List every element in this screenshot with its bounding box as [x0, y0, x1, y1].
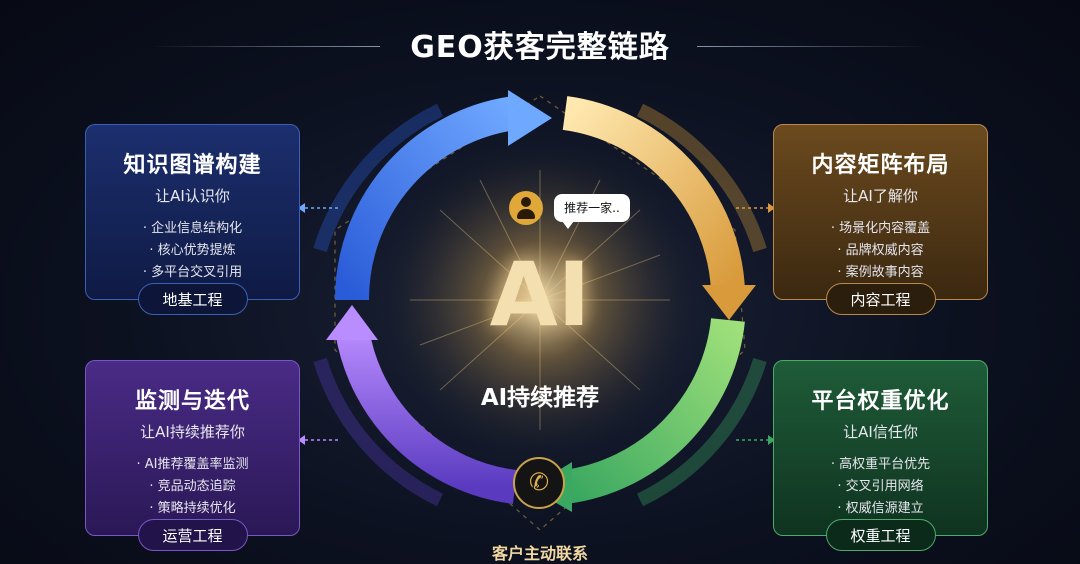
card-list: 企业信息结构化 核心优势提炼 多平台交叉引用	[86, 218, 299, 284]
card-list: 高权重平台优先 交叉引用网络 权威信源建立	[774, 454, 987, 520]
card-subheading: 让AI信任你	[843, 423, 918, 441]
outer-sweep-gold	[636, 103, 767, 253]
card-heading: 监测与迭代	[134, 389, 250, 414]
center-subtitle: AI持续推荐	[480, 385, 600, 411]
arrowhead-purple	[326, 305, 378, 340]
list-item: 企业信息结构化	[86, 218, 299, 240]
connector-arrow-br	[768, 435, 775, 445]
list-item: 场景化内容覆盖	[774, 218, 987, 240]
arc-blue	[334, 96, 518, 301]
outer-sweep-purple	[313, 357, 444, 507]
center-ai-label: AI	[489, 243, 591, 346]
card-connectors	[305, 207, 768, 441]
arrowhead-blue	[508, 90, 552, 146]
arc-green	[562, 317, 745, 504]
card-heading: 知识图谱构建	[123, 153, 262, 178]
connector-arrow-bl	[298, 435, 305, 445]
card-tag-pill: 权重工程	[825, 519, 936, 551]
card-tag-pill: 地基工程	[137, 283, 248, 315]
card-tag-pill: 内容工程	[825, 283, 936, 315]
list-item: AI推荐覆盖率监测	[86, 454, 299, 476]
list-item: 多平台交叉引用	[86, 262, 299, 284]
arc-gold	[562, 96, 745, 292]
list-item: 交叉引用网络	[774, 476, 987, 498]
user-avatar-icon	[509, 191, 543, 225]
customer-contact-label: 客户主动联系	[491, 544, 588, 563]
card-subheading: 让AI持续推荐你	[140, 423, 245, 441]
connector-arrow-tl	[298, 203, 305, 213]
card-list: AI推荐覆盖率监测 竞品动态追踪 策略持续优化	[86, 454, 299, 520]
title-divider-left	[150, 46, 380, 47]
list-item: 核心优势提炼	[86, 240, 299, 262]
list-item: 竞品动态追踪	[86, 476, 299, 498]
list-item: 权威信源建立	[774, 498, 987, 520]
card-tag-pill: 运营工程	[137, 519, 248, 551]
speech-bubble: 推荐一家..	[554, 194, 630, 229]
arc-purple	[335, 327, 518, 504]
header: GEO获客完整链路	[0, 22, 1080, 66]
list-item: 案例故事内容	[774, 262, 987, 284]
card-list: 场景化内容覆盖 品牌权威内容 案例故事内容	[774, 218, 987, 284]
title-divider-right	[697, 46, 927, 47]
outer-dashed-ring	[334, 95, 746, 531]
outer-sweep-blue	[313, 103, 444, 253]
card-platform-weight: 平台权重优化 让AI信任你 高权重平台优先 交叉引用网络 权威信源建立 权重工程	[773, 360, 988, 551]
card-heading: 内容矩阵布局	[811, 153, 950, 178]
page-title: GEO获客完整链路	[410, 30, 670, 65]
arrowhead-gold	[702, 285, 756, 320]
phone-icon: ✆	[513, 457, 565, 509]
card-knowledge-graph: 知识图谱构建 让AI认识你 企业信息结构化 核心优势提炼 多平台交叉引用 地基工…	[85, 124, 300, 315]
outer-sweep-green	[636, 357, 767, 507]
card-content-matrix: 内容矩阵布局 让AI了解你 场景化内容覆盖 品牌权威内容 案例故事内容 内容工程	[773, 124, 988, 315]
card-heading: 平台权重优化	[811, 389, 950, 414]
card-subheading: 让AI认识你	[155, 187, 230, 205]
connector-arrow-tr	[768, 203, 775, 213]
list-item: 高权重平台优先	[774, 454, 987, 476]
card-monitoring: 监测与迭代 让AI持续推荐你 AI推荐覆盖率监测 竞品动态追踪 策略持续优化 运…	[85, 360, 300, 551]
list-item: 策略持续优化	[86, 498, 299, 520]
card-subheading: 让AI了解你	[843, 187, 918, 205]
center-rays	[410, 170, 670, 430]
list-item: 品牌权威内容	[774, 240, 987, 262]
